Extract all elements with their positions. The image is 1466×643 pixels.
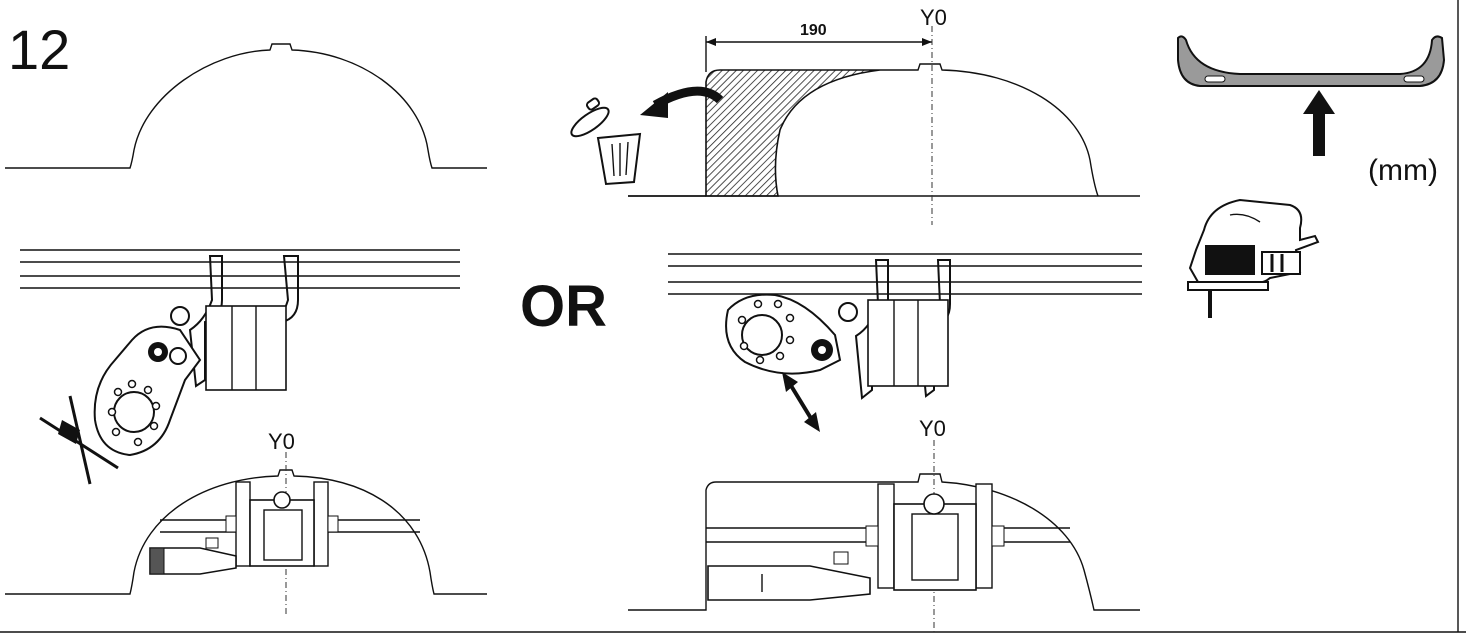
step-number: 12 [8, 18, 71, 81]
jigsaw-icon [1187, 198, 1320, 318]
unit-label: (mm) [1368, 154, 1438, 187]
double-arrow-icon [782, 372, 820, 432]
assembled-view-cut [628, 440, 1140, 632]
bumper-profile-initial [5, 43, 487, 169]
trash-bin-icon [570, 97, 642, 186]
y0-label-top: Y0 [920, 5, 947, 30]
y0-label-bottom-left: Y0 [268, 429, 295, 454]
dimension-label: 190 [800, 22, 827, 39]
assembled-view-left [5, 452, 487, 615]
hatched-cut-area [705, 69, 881, 197]
rear-bumper-icon [1177, 35, 1446, 87]
dimension-190 [705, 36, 932, 72]
tow-hook-bracket-folded [668, 253, 1142, 400]
y0-label-bottom-middle: Y0 [919, 416, 946, 441]
tow-hook-bracket-hanging [20, 249, 460, 457]
or-label: OR [520, 274, 607, 339]
bumper-cutout-profile [570, 26, 1140, 225]
crossed-out-icon [39, 395, 119, 485]
curved-arrow-icon [640, 86, 724, 118]
arrow-up-icon [1303, 90, 1335, 156]
